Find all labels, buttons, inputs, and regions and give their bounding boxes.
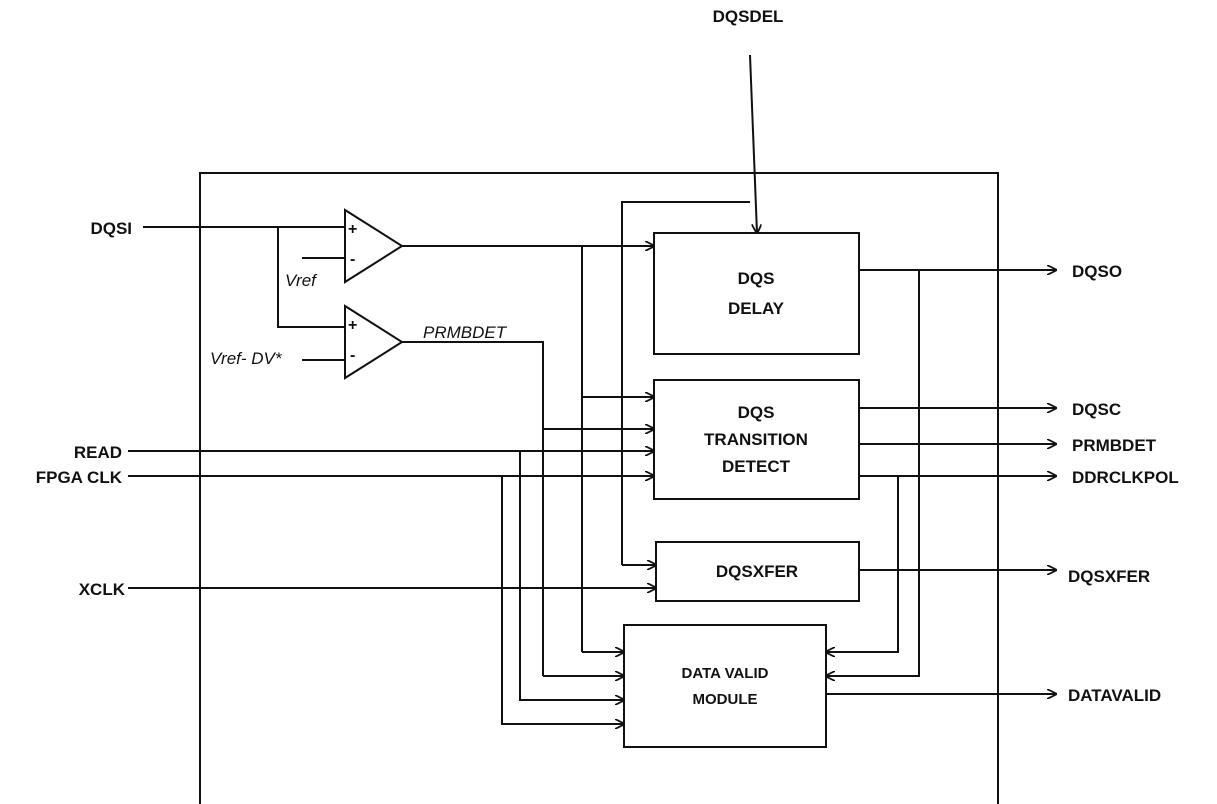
xclk-label: XCLK: [79, 580, 126, 599]
dqso-label: DQSO: [1072, 262, 1122, 281]
upper-comparator-minus: -: [350, 251, 355, 268]
lower-comparator-plus: +: [348, 317, 357, 334]
dqs-delay-line1: DQS: [738, 269, 775, 288]
transition-detect-block: DQS TRANSITION DETECT: [653, 379, 860, 500]
fpga-clk-label: FPGA CLK: [36, 468, 123, 487]
data-valid-line1: DATA VALID: [682, 665, 769, 682]
dqsi-label: DQSI: [90, 219, 132, 238]
dqs-delay-line2: DELAY: [728, 299, 785, 318]
ddrclkpol-label: DDRCLKPOL: [1072, 468, 1179, 487]
dqsxfer-output-label: DQSXFER: [1068, 567, 1150, 586]
dqsxfer-block: DQSXFER: [655, 541, 860, 602]
dqsdel-label: DQSDEL: [713, 7, 784, 26]
vref-dv-label: Vref- DV*: [210, 349, 283, 368]
transition-detect-line3: DETECT: [722, 457, 791, 476]
datavalid-label: DATAVALID: [1068, 686, 1161, 705]
upper-comparator: + -: [344, 208, 404, 284]
dqs-delay-block: DQS DELAY: [653, 232, 860, 355]
prmbdet-internal-label: PRMBDET: [423, 323, 508, 342]
data-valid-line2: MODULE: [693, 691, 758, 708]
transition-detect-line2: TRANSITION: [704, 430, 808, 449]
lower-comparator: + -: [344, 304, 404, 380]
dqsxfer-block-label: DQSXFER: [716, 562, 798, 581]
wiring: [128, 54, 1056, 724]
vref-label: Vref: [285, 271, 318, 290]
dqsc-label: DQSC: [1072, 400, 1121, 419]
transition-detect-line1: DQS: [738, 403, 775, 422]
data-valid-block: DATA VALID MODULE: [623, 624, 827, 748]
prmbdet-output-label: PRMBDET: [1072, 436, 1157, 455]
read-label: READ: [74, 443, 122, 462]
lower-comparator-minus: -: [350, 347, 355, 364]
upper-comparator-plus: +: [348, 221, 357, 238]
module-outline: [199, 172, 999, 804]
